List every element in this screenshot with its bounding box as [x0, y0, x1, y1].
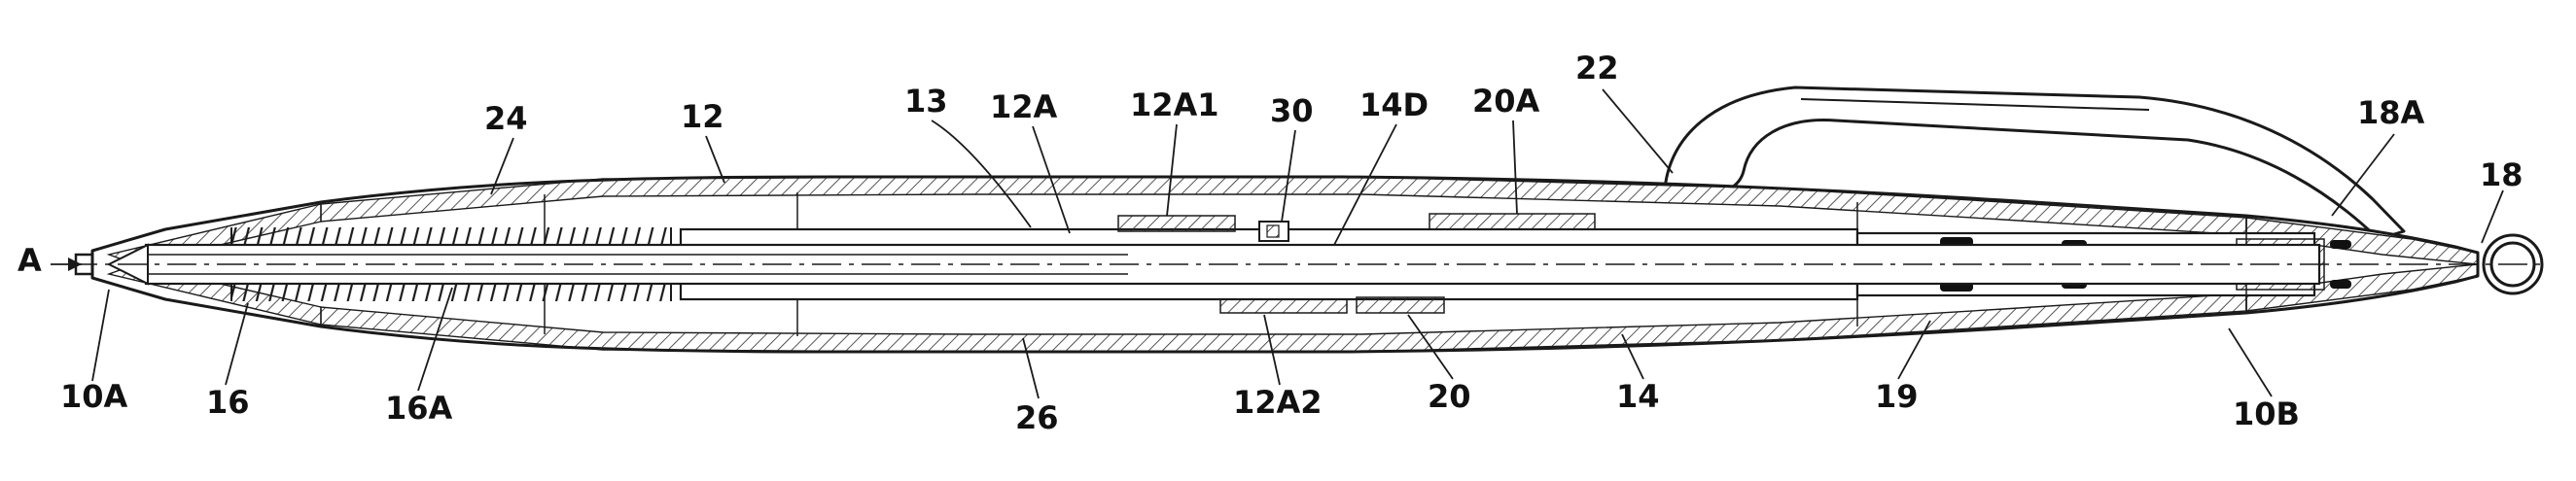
ref-label-19: 19 [1875, 378, 1919, 415]
joint-lines [544, 192, 2247, 336]
ref-label-26: 26 [1015, 399, 1059, 436]
ref-label-16A: 16A [385, 390, 453, 427]
ref-label-10A: 10A [60, 378, 128, 415]
ref-label-A: A [18, 242, 42, 279]
ref-label-12A: 12A [990, 88, 1058, 125]
ref-label-18: 18 [2480, 156, 2523, 193]
ref-label-14D: 14D [1359, 86, 1429, 123]
ref-label-12: 12 [681, 98, 724, 135]
leader-lines [51, 88, 2504, 399]
ref-label-22: 22 [1575, 50, 1619, 86]
mechanism-blocks [1117, 213, 1596, 314]
ref-label-24: 24 [484, 100, 528, 137]
arrowhead-A [68, 258, 82, 271]
pocket-clip [1663, 86, 2406, 241]
ref-label-10B: 10B [2233, 395, 2300, 432]
ref-label-14: 14 [1616, 378, 1660, 415]
ref-label-12A1: 12A1 [1130, 86, 1219, 123]
ref-label-30: 30 [1270, 92, 1314, 129]
ref-label-18A: 18A [2357, 94, 2425, 131]
ref-label-20A: 20A [1472, 83, 1540, 120]
ref-label-16: 16 [206, 384, 250, 421]
ref-label-20: 20 [1428, 378, 1471, 415]
ref-label-13: 13 [904, 83, 948, 120]
ref-label-12A2: 12A2 [1233, 384, 1323, 421]
end-ring [2482, 233, 2544, 295]
